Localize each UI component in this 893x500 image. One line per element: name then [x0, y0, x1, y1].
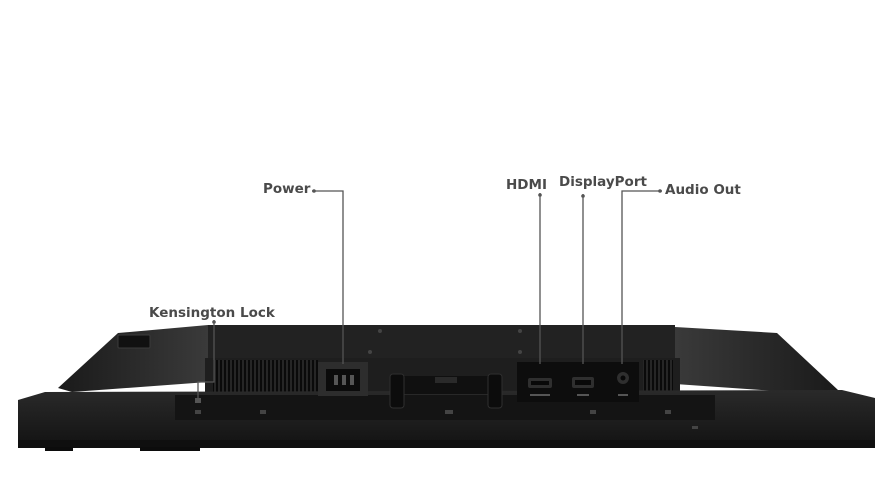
kensington-slot: [195, 398, 201, 403]
brand-logo-plate: [117, 334, 151, 349]
hdmi-label: HDMI: [506, 177, 547, 193]
stand-mount: [389, 373, 503, 409]
power-label: Power: [263, 181, 311, 197]
audio-out-label: Audio Out: [665, 182, 741, 198]
callout-dots: [212, 189, 662, 324]
displayport-label: DisplayPort: [559, 174, 647, 190]
callout-lines: [197, 190, 662, 399]
io-port-panel: [517, 362, 639, 402]
monitor-housing: [18, 325, 875, 451]
kensington-lock-label: Kensington Lock: [149, 305, 275, 321]
power-port: [318, 362, 368, 396]
